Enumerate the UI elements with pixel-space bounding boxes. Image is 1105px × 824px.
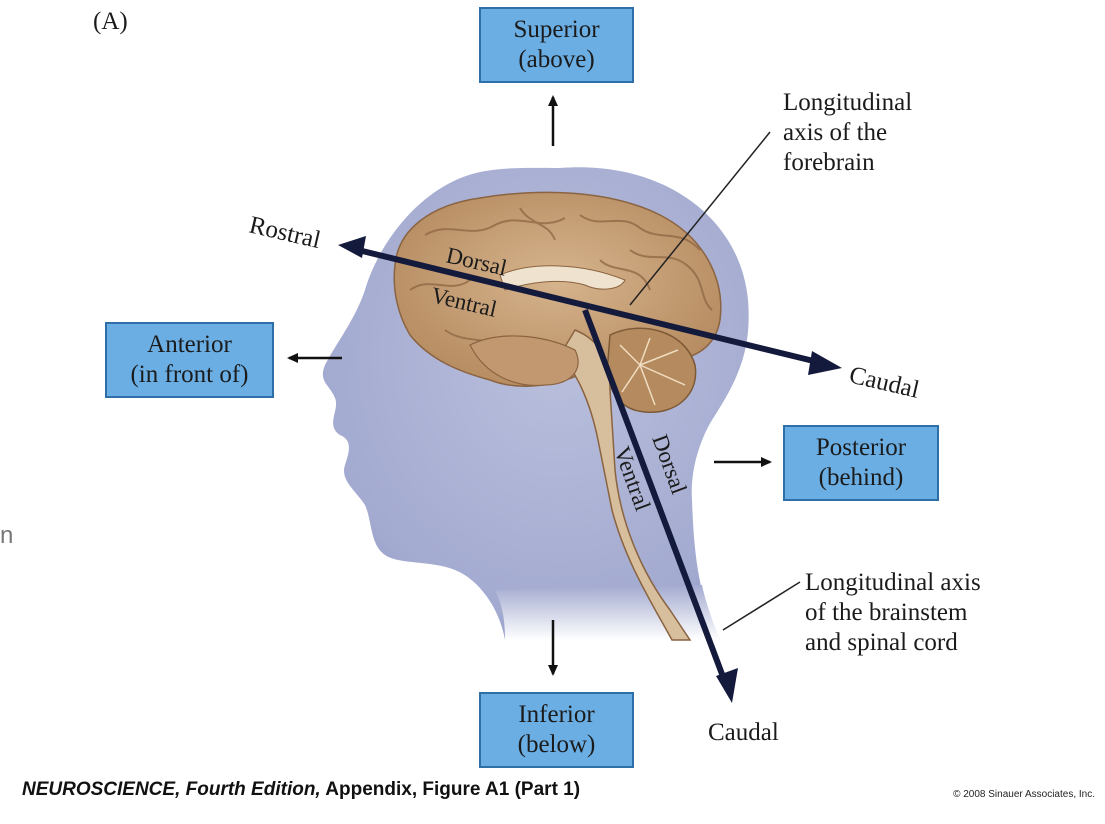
anterior-box: Anterior (in front of)	[105, 322, 274, 398]
forebrain-note-line1: Longitudinal	[783, 88, 912, 118]
figure-caption: NEUROSCIENCE, Fourth Edition, Appendix, …	[22, 779, 580, 801]
forebrain-note-line3: forebrain	[783, 148, 912, 178]
copyright-notice: © 2008 Sinauer Associates, Inc.	[953, 789, 1095, 800]
anterior-subtitle: (in front of)	[107, 360, 272, 390]
inferior-title: Inferior	[481, 700, 632, 730]
brainstem-leader-line	[723, 582, 800, 630]
posterior-box: Posterior (behind)	[783, 425, 939, 501]
brainstem-axis-note: Longitudinal axis of the brainstem and s…	[805, 568, 981, 658]
superior-box: Superior (above)	[479, 7, 634, 83]
superior-subtitle: (above)	[481, 45, 632, 75]
superior-title: Superior	[481, 15, 632, 45]
anterior-title: Anterior	[107, 330, 272, 360]
rostral-arrowhead	[338, 236, 366, 258]
caption-title: NEUROSCIENCE, Fourth Edition,	[22, 779, 321, 800]
caudal-forebrain-arrowhead	[808, 351, 842, 375]
caption-rest: Appendix, Figure A1 (Part 1)	[321, 779, 580, 800]
inferior-box: Inferior (below)	[479, 692, 634, 768]
brainstem-note-line1: Longitudinal axis	[805, 568, 981, 598]
cropped-edge-text: n	[0, 522, 13, 550]
brainstem-note-line2: of the brainstem	[805, 598, 981, 628]
forebrain-note-line2: axis of the	[783, 118, 912, 148]
caudal-forebrain-label: Caudal	[847, 362, 922, 404]
brainstem-note-line3: and spinal cord	[805, 628, 981, 658]
posterior-title: Posterior	[785, 433, 937, 463]
caudal-brainstem-label: Caudal	[708, 719, 779, 746]
forebrain-axis-note: Longitudinal axis of the forebrain	[783, 88, 912, 178]
posterior-subtitle: (behind)	[785, 463, 937, 493]
neck-fade	[495, 585, 720, 640]
rostral-label: Rostral	[247, 212, 323, 255]
inferior-subtitle: (below)	[481, 730, 632, 760]
